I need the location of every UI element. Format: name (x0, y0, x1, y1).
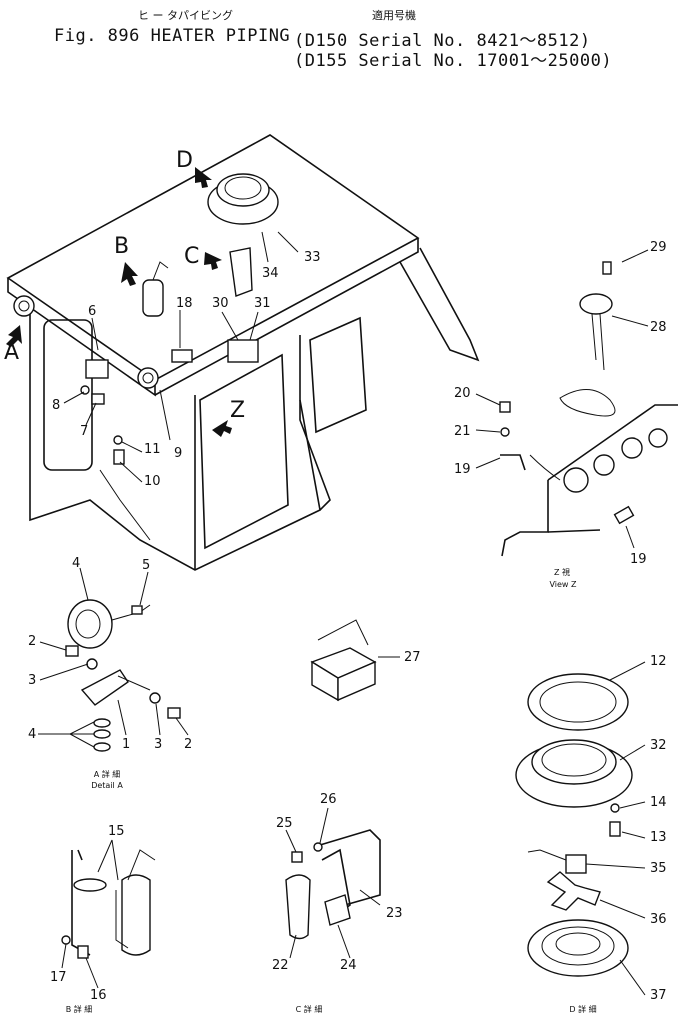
part-number: 37 (650, 988, 667, 1003)
part-number: 17 (50, 970, 67, 985)
part-number: 5 (142, 558, 151, 573)
title-japanese: ヒ ー タパイビング (138, 9, 233, 22)
detail-b-caption-japanese: B 詳 細 (65, 1005, 93, 1014)
view-label-d: D (176, 148, 193, 173)
serial-d155: (D155 Serial No. 17001～25000) (294, 51, 613, 71)
part-number: 35 (650, 861, 667, 876)
part-number: 1 (122, 737, 131, 752)
view-label-b: B (114, 234, 130, 259)
detail-a (38, 567, 189, 752)
part-number: 4 (28, 727, 37, 742)
view-label-z: Z (230, 398, 246, 423)
part-number: 28 (650, 320, 667, 335)
part-number: 2 (28, 634, 37, 649)
part-number: 29 (650, 240, 667, 255)
serial-d150: (D150 Serial No. 8421～8512) (294, 31, 591, 51)
part-number: 34 (262, 266, 279, 281)
part-number: 32 (650, 738, 667, 753)
detail-d-caption-japanese: D 詳 細 (569, 1005, 597, 1014)
part-number: 3 (154, 737, 163, 752)
part-number: 23 (386, 906, 403, 921)
part-number: 19 (454, 462, 471, 477)
part-number: 2 (184, 737, 193, 752)
part-number: 26 (320, 792, 337, 807)
detail-c-caption-japanese: C 詳 細 (295, 1005, 323, 1014)
leader-lines (63, 231, 299, 483)
detail-a-caption-japanese: A 詳 細 (93, 770, 121, 779)
view-z-caption: View Z (549, 580, 577, 589)
applicable-machines-japanese: 適用号機 (372, 9, 416, 22)
detail-d (515, 661, 646, 996)
part-number: 36 (650, 912, 667, 927)
part-number: 30 (212, 296, 229, 311)
part-number: 11 (144, 442, 161, 457)
part-number: 9 (174, 446, 183, 461)
part-number: 8 (52, 398, 61, 413)
view-z (475, 249, 678, 557)
view-arrows (6, 167, 232, 437)
part-number: 19 (630, 552, 647, 567)
part-number: 4 (72, 556, 81, 571)
part-number: 12 (650, 654, 667, 669)
part-number: 3 (28, 673, 37, 688)
part-number: 22 (272, 958, 289, 973)
part-number: 7 (80, 424, 89, 439)
part-number: 31 (254, 296, 271, 311)
detail-c (285, 807, 381, 959)
view-label-a: A (4, 340, 20, 365)
part-number: 21 (454, 424, 471, 439)
part-number: 13 (650, 830, 667, 845)
part-number: 25 (276, 816, 293, 831)
detail-a-caption: Detail A (91, 781, 123, 790)
part-number: 16 (90, 988, 107, 1003)
detail-b (61, 839, 156, 989)
view-label-c: C (184, 244, 200, 269)
part-number: 15 (108, 824, 125, 839)
part-number: 10 (144, 474, 161, 489)
figure-title: Fig. 896 HEATER PIPING (54, 26, 291, 46)
part-number: 6 (88, 304, 97, 319)
view-z-caption-japanese: Z 視 (553, 568, 571, 577)
part-number: 27 (404, 650, 421, 665)
part-number: 24 (340, 958, 357, 973)
part-number: 14 (650, 795, 667, 810)
cab-assembly (6, 134, 480, 571)
part-number: 20 (454, 386, 471, 401)
part-number: 33 (304, 250, 321, 265)
part-number: 18 (176, 296, 193, 311)
part-27 (310, 619, 400, 702)
